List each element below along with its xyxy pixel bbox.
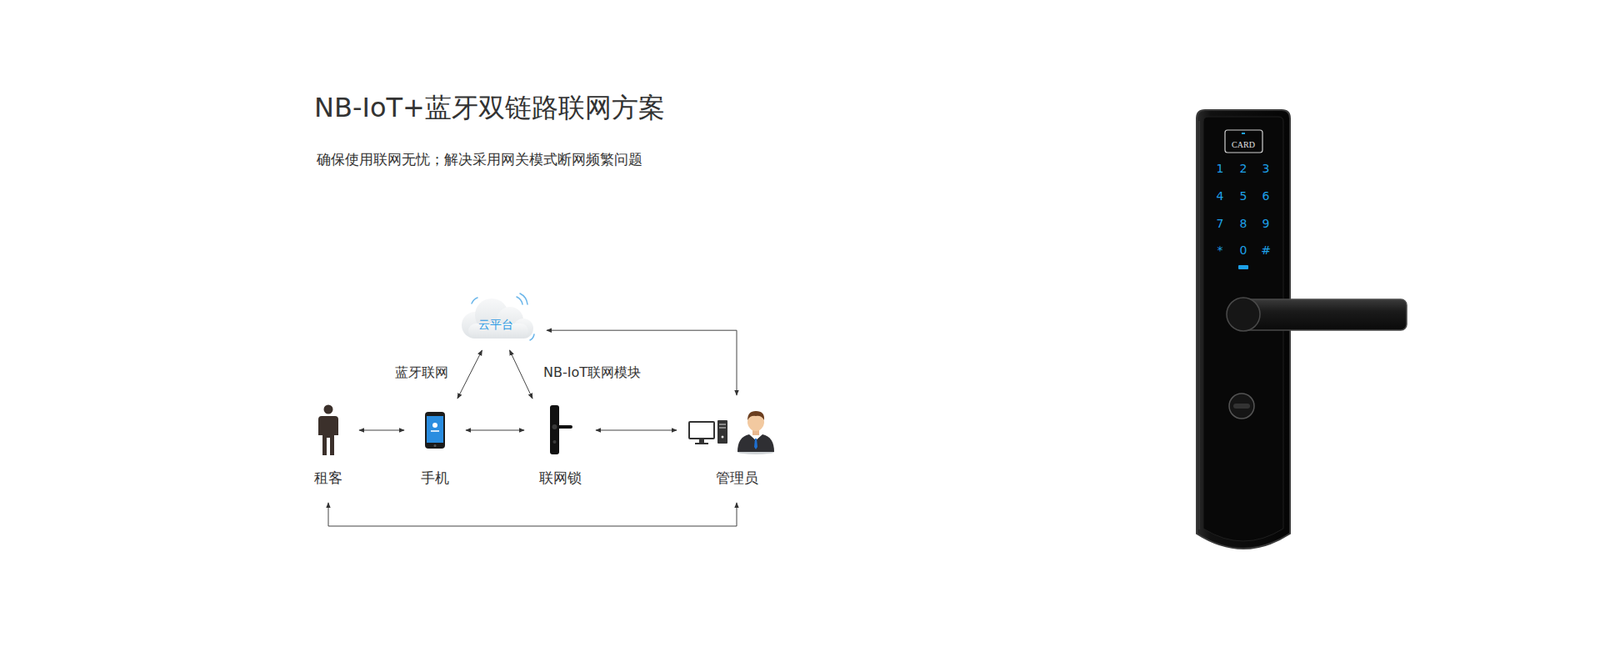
keypad-digit: 2 (1240, 161, 1248, 175)
icon-node: 租客 (305, 403, 351, 488)
icon-holder (685, 403, 789, 457)
connector-arrow (465, 430, 525, 431)
icon-holder (532, 403, 588, 457)
keypad-digit: # (1260, 243, 1271, 257)
cloud-node: 云平台 (450, 291, 542, 349)
key-cylinder (1229, 393, 1255, 419)
lock-highlight (1199, 120, 1200, 530)
keypad-digit: 1 (1216, 161, 1225, 175)
keypad-digit: * (1217, 243, 1224, 257)
icon-holder (305, 403, 351, 457)
keypad-digit: 8 (1240, 216, 1248, 230)
connector-arrow (457, 350, 483, 399)
status-bar (1238, 265, 1249, 270)
node-label: 手机 (420, 468, 450, 488)
keypad-digit: 0 (1240, 243, 1248, 257)
icon-node: 联网锁 (532, 403, 588, 488)
edge-label: 蓝牙联网 (393, 364, 450, 382)
keypad-digit: 7 (1216, 216, 1225, 230)
admin-icon (687, 405, 786, 455)
icon-node: 管理员 (685, 403, 789, 488)
node-label: 联网锁 (539, 468, 582, 488)
icon-node: 手机 (412, 403, 458, 488)
lock-icon (546, 405, 574, 455)
keypad-digit: 3 (1262, 161, 1270, 175)
keypad-digit: 5 (1240, 189, 1248, 203)
diagram-title: NB-IoT+蓝牙双链路联网方案 (314, 90, 665, 127)
phone-icon (424, 410, 446, 450)
edge-label: NB-IoT联网模块 (541, 364, 643, 382)
card-reader (1225, 130, 1263, 153)
connector-arrow (546, 330, 737, 395)
connector-arrow (328, 502, 737, 526)
keypad-digit: 9 (1262, 216, 1270, 230)
lock-handle (1240, 299, 1407, 330)
key-slot (1233, 403, 1250, 409)
node-label: 管理员 (715, 468, 759, 488)
connector-arrow (595, 430, 677, 431)
keypad-digit: 4 (1216, 189, 1225, 203)
node-label: 云平台 (478, 317, 514, 333)
subtitle-text: 确保使用联网无忧；解决采用网关模式断网频繁问题 (316, 150, 643, 170)
icon-holder (412, 403, 458, 457)
card-mark: CARD (1231, 140, 1255, 150)
tenant-icon (315, 404, 341, 456)
connector-arrow (359, 430, 405, 431)
keypad-digit: 6 (1262, 189, 1270, 203)
card-led (1241, 132, 1245, 135)
node-label: 租客 (314, 468, 343, 488)
handle-rosette (1226, 297, 1260, 331)
connector-arrow (510, 350, 534, 399)
